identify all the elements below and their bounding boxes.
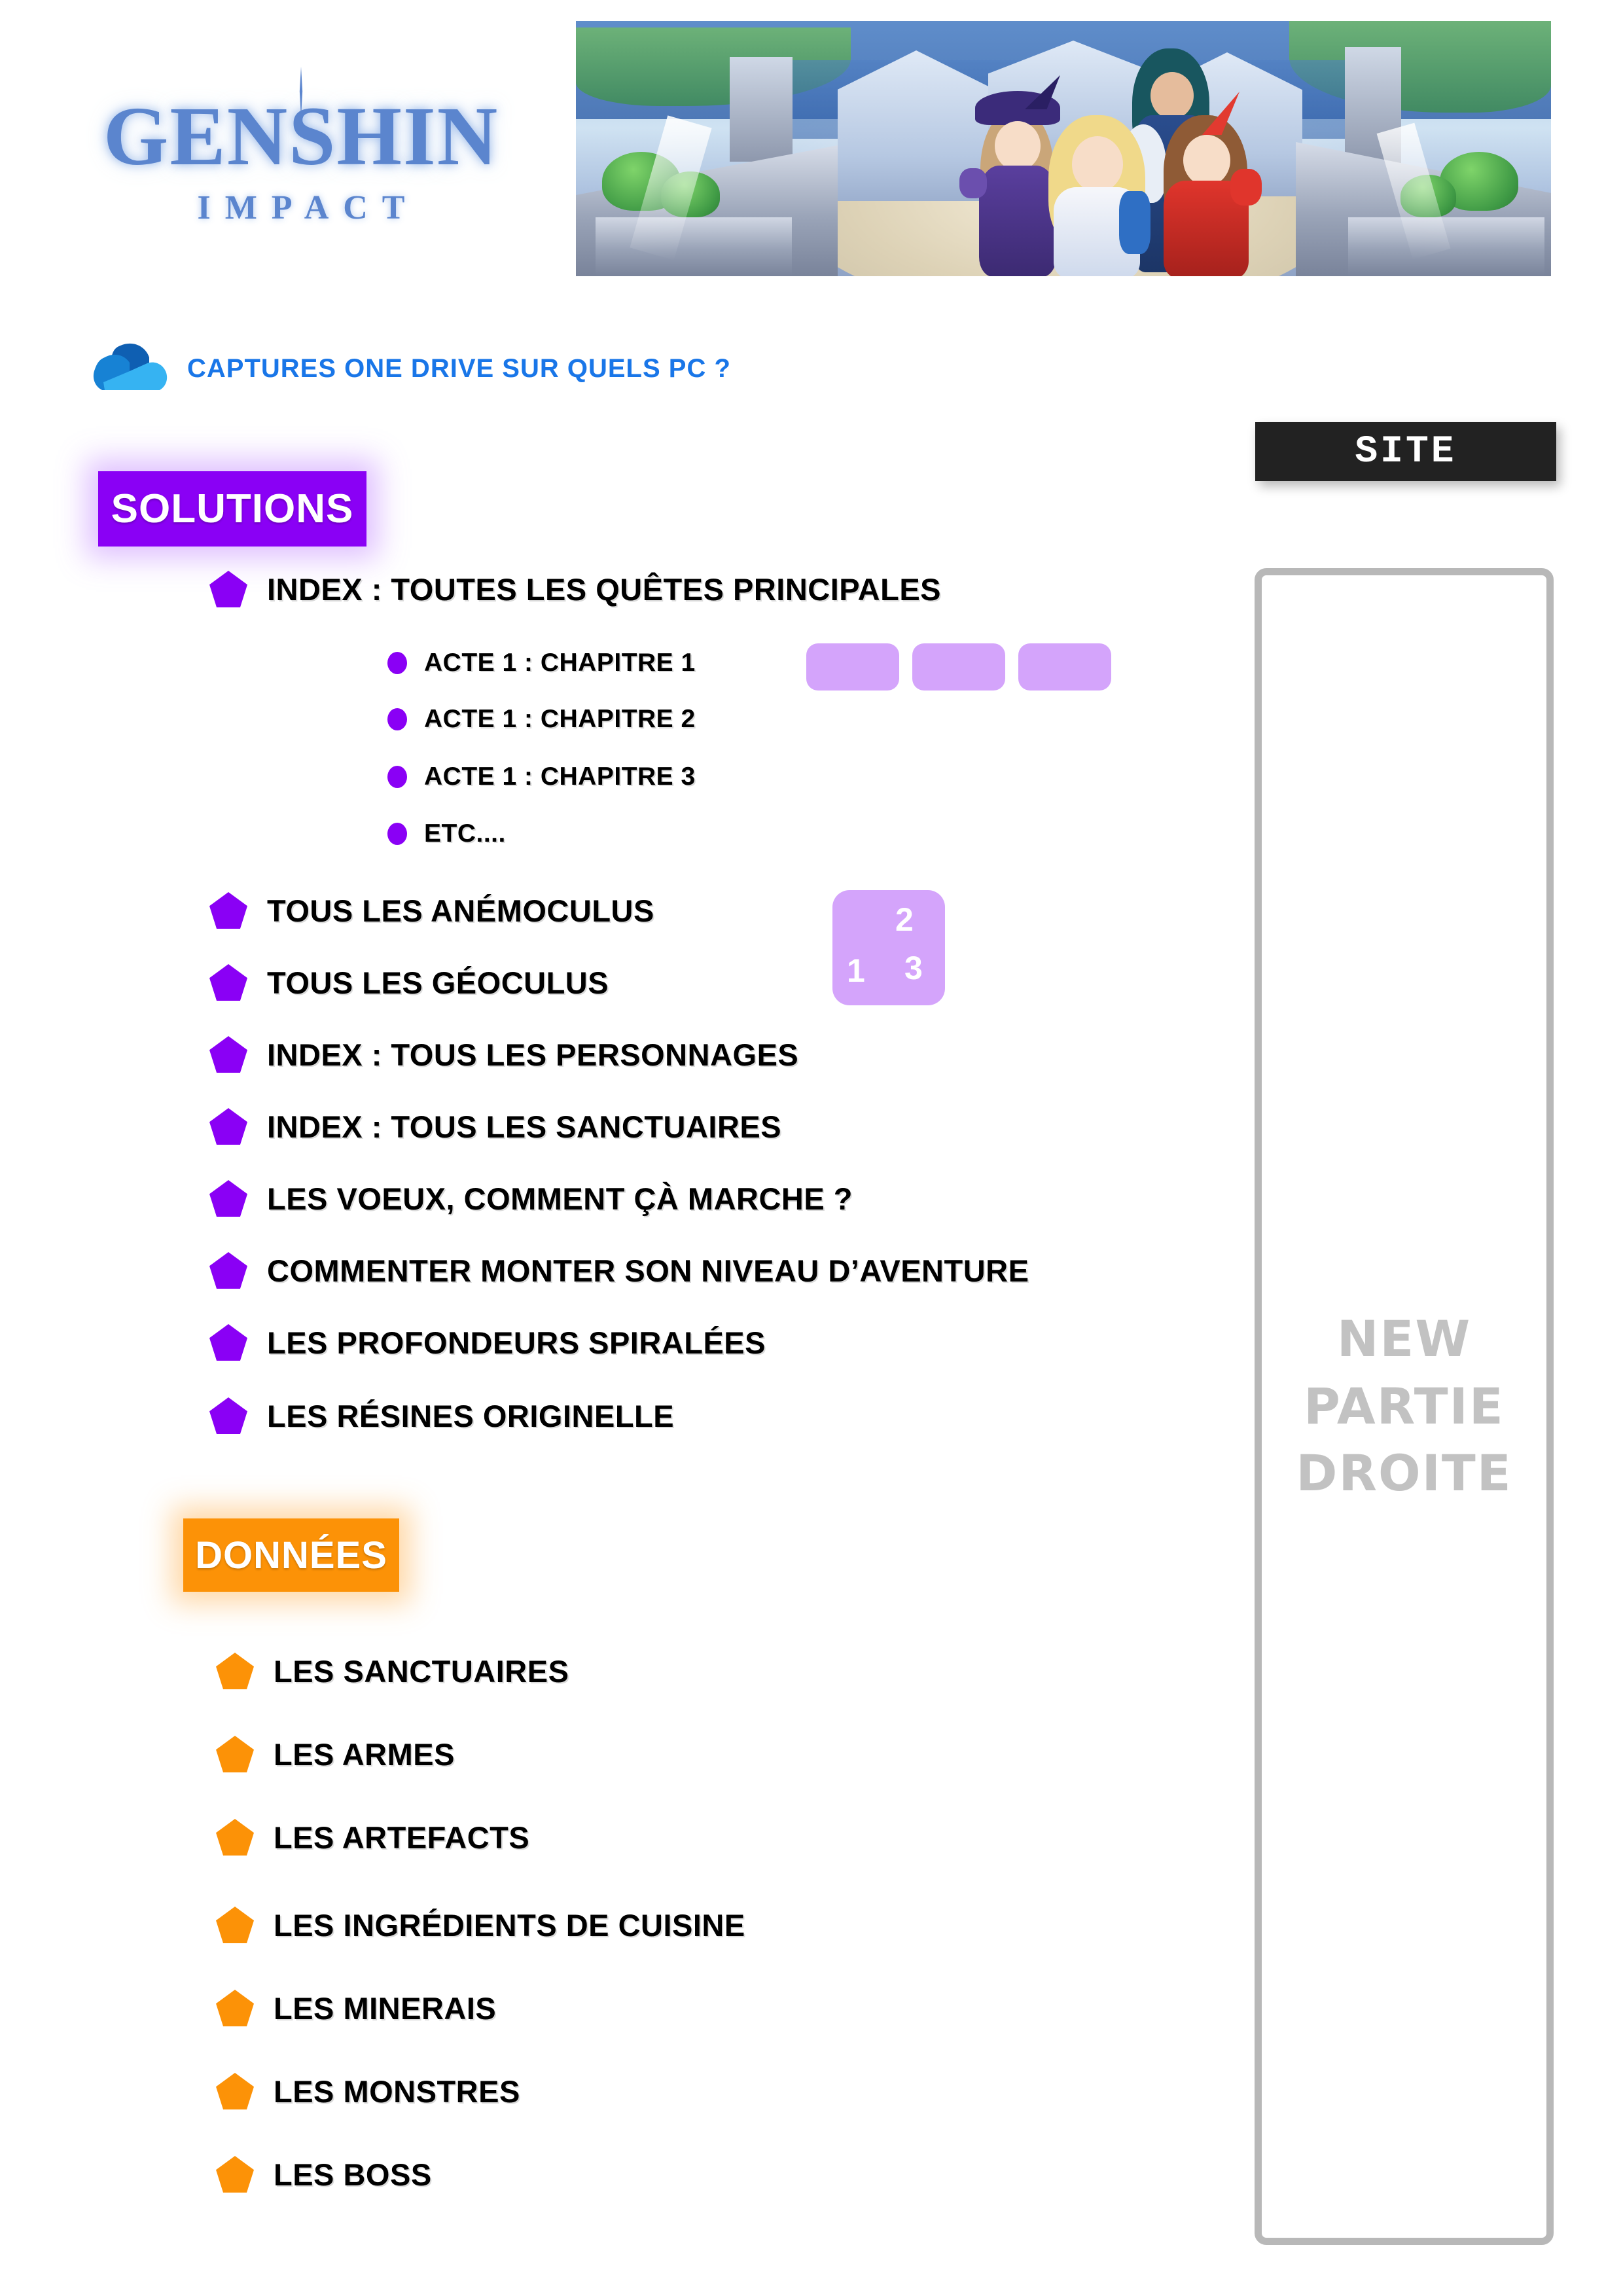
pentagon-bullet-icon [216, 1736, 254, 1772]
list-item-acte1-chapitre3[interactable]: ACTE 1 : CHAPITRE 3 [387, 762, 696, 791]
character-lisa [959, 75, 1067, 276]
pentagon-bullet-icon [216, 1907, 254, 1943]
pentagon-bullet-icon [209, 964, 247, 1001]
list-item-label: ACTE 1 : CHAPITRE 3 [424, 762, 696, 791]
list-item-label: ACTE 1 : CHAPITRE 1 [424, 649, 696, 677]
dot-bullet-icon [387, 766, 407, 788]
page-header: GENSHIN IMPACT [0, 0, 1623, 301]
list-item-label: LES PROFONDEURS SPIRALÉES [267, 1325, 766, 1360]
right-panel-line-3: DROITE [1296, 1444, 1512, 1503]
list-item-label: LES ARMES [274, 1736, 455, 1772]
swatch-1[interactable] [806, 643, 899, 691]
donnees-section-badge[interactable]: DONNÉES [183, 1518, 399, 1592]
character-amber [1152, 92, 1263, 276]
onedrive-capture-note: CAPTURES ONE DRIVE SUR QUELS PC ? [92, 340, 731, 397]
list-item-label: TOUS LES GÉOCULUS [267, 965, 609, 1000]
pentagon-bullet-icon [216, 2073, 254, 2109]
list-item-resines[interactable]: LES RÉSINES ORIGINELLE [209, 1397, 674, 1434]
order-number-2: 2 [895, 901, 914, 938]
list-item-label: LES BOSS [274, 2157, 432, 2192]
right-panel-line-2: PARTIE [1304, 1376, 1505, 1435]
order-number-1: 1 [847, 952, 865, 989]
logo-wordmark: GENSHIN [103, 89, 499, 183]
right-panel-line-1: NEW [1336, 1310, 1472, 1369]
pentagon-bullet-icon [209, 1324, 247, 1361]
list-item-les-minerais[interactable]: LES MINERAIS [216, 1990, 496, 2026]
list-item-les-boss[interactable]: LES BOSS [216, 2156, 432, 2193]
list-item-les-artefacts[interactable]: LES ARTEFACTS [216, 1819, 529, 1856]
list-item-voeux[interactable]: LES VOEUX, COMMENT ÇÀ MARCHE ? [209, 1180, 853, 1217]
list-item-les-sanctuaires[interactable]: LES SANCTUAIRES [216, 1653, 569, 1689]
oculus-order-card[interactable]: 2 1 3 [832, 890, 945, 1005]
dot-bullet-icon [387, 823, 407, 845]
pentagon-bullet-icon [216, 1990, 254, 2026]
dot-bullet-icon [387, 652, 407, 674]
solutions-section-badge[interactable]: SOLUTIONS [98, 471, 366, 547]
list-item-label: LES VOEUX, COMMENT ÇÀ MARCHE ? [267, 1181, 853, 1216]
site-badge[interactable]: SITE [1255, 422, 1556, 481]
pentagon-bullet-icon [209, 1180, 247, 1217]
right-panel-placeholder-text: NEW PARTIE DROITE [1296, 1306, 1512, 1507]
list-item-label: LES SANCTUAIRES [274, 1653, 569, 1689]
new-right-section-panel[interactable]: NEW PARTIE DROITE [1255, 568, 1554, 2245]
list-item-label: COMMENTER MONTER SON NIVEAU D’AVENTURE [267, 1253, 1029, 1288]
list-item-les-monstres[interactable]: LES MONSTRES [216, 2073, 520, 2109]
list-item-niveau-aventure[interactable]: COMMENTER MONTER SON NIVEAU D’AVENTURE [209, 1252, 1029, 1289]
logo-subtitle: IMPACT [197, 188, 419, 226]
pentagon-bullet-icon [209, 892, 247, 929]
swatch-2[interactable] [912, 643, 1005, 691]
pentagon-bullet-icon [209, 1036, 247, 1073]
genshin-banner-image [576, 21, 1551, 276]
order-number-3: 3 [904, 950, 923, 986]
list-item-ingredients-cuisine[interactable]: LES INGRÉDIENTS DE CUISINE [216, 1907, 745, 1943]
list-item-sanctuaires-index[interactable]: INDEX : TOUS LES SANCTUAIRES [209, 1108, 781, 1145]
pentagon-bullet-icon [216, 1819, 254, 1856]
list-item-label: LES MONSTRES [274, 2073, 520, 2109]
pentagon-bullet-icon [209, 1108, 247, 1145]
list-item-etc[interactable]: ETC.... [387, 819, 506, 848]
character-lumine [1034, 106, 1158, 276]
list-item-anemoculus[interactable]: TOUS LES ANÉMOCULUS [209, 892, 654, 929]
dot-bullet-icon [387, 708, 407, 730]
list-item-label: LES ARTEFACTS [274, 1820, 530, 1855]
list-item-label: TOUS LES ANÉMOCULUS [267, 893, 654, 928]
list-item-geoculus[interactable]: TOUS LES GÉOCULUS [209, 964, 609, 1001]
pentagon-bullet-icon [209, 571, 247, 607]
pentagon-bullet-icon [216, 1653, 254, 1689]
pentagon-bullet-icon [209, 1252, 247, 1289]
list-item-label: LES MINERAIS [274, 1990, 497, 2026]
swatch-3[interactable] [1018, 643, 1111, 691]
chapter-color-swatches[interactable] [806, 643, 1111, 691]
list-item-acte1-chapitre1[interactable]: ACTE 1 : CHAPITRE 1 [387, 649, 696, 677]
list-item-acte1-chapitre2[interactable]: ACTE 1 : CHAPITRE 2 [387, 705, 696, 734]
onedrive-label: CAPTURES ONE DRIVE SUR QUELS PC ? [187, 353, 731, 383]
list-item-label: INDEX : TOUS LES SANCTUAIRES [267, 1109, 782, 1144]
list-item-label: ETC.... [424, 819, 506, 848]
list-item-personnages[interactable]: INDEX : TOUS LES PERSONNAGES [209, 1036, 798, 1073]
list-item-index-quetes[interactable]: INDEX : TOUTES LES QUÊTES PRINCIPALES [209, 571, 941, 607]
list-item-label: INDEX : TOUTES LES QUÊTES PRINCIPALES [267, 571, 942, 607]
list-item-profondeurs-spiralees[interactable]: LES PROFONDEURS SPIRALÉES [209, 1324, 766, 1361]
genshin-impact-logo: GENSHIN IMPACT [79, 72, 524, 249]
list-item-label: INDEX : TOUS LES PERSONNAGES [267, 1037, 799, 1072]
onedrive-cloud-icon [92, 340, 169, 397]
pentagon-bullet-icon [216, 2156, 254, 2193]
list-item-les-armes[interactable]: LES ARMES [216, 1736, 455, 1772]
list-item-label: ACTE 1 : CHAPITRE 2 [424, 705, 696, 733]
list-item-label: LES INGRÉDIENTS DE CUISINE [274, 1907, 745, 1943]
list-item-label: LES RÉSINES ORIGINELLE [267, 1398, 675, 1433]
pentagon-bullet-icon [209, 1397, 247, 1434]
